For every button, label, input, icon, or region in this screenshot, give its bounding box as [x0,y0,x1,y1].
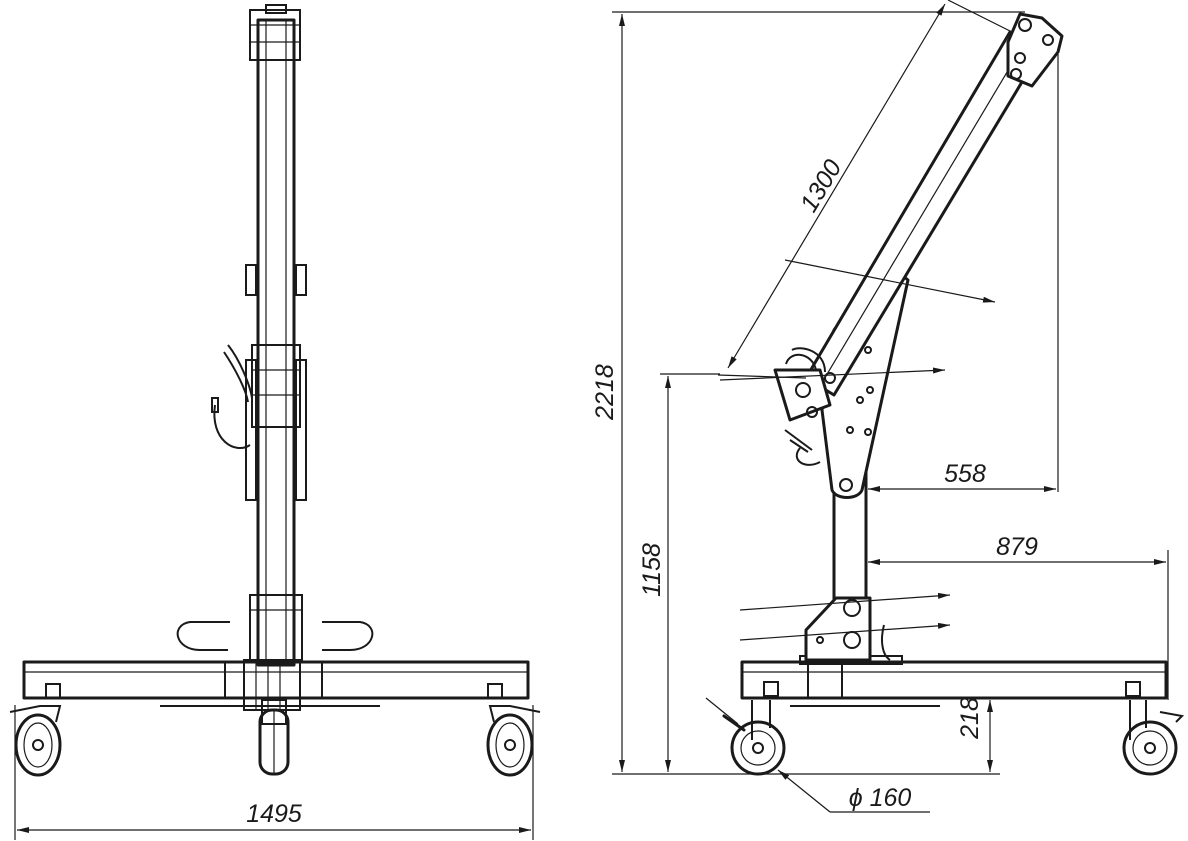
dimension-218: 218 [900,697,1000,772]
dimension-label-879: 879 [996,533,1038,561]
dimension-wheel-diameter: ϕ 160 [705,697,930,813]
front-right-caster [486,683,541,777]
front-left-caster [9,683,62,777]
dimension-label-558: 558 [944,460,986,488]
side-view: 1300 2218 1158 558 879 [591,0,1185,813]
dimension-558: 558 [868,54,1059,492]
front-hose [213,404,251,450]
dimension-label-1495: 1495 [246,800,302,828]
front-handle [227,344,253,399]
front-left-leg-handle [176,621,230,651]
dimension-label-1158: 1158 [638,543,666,597]
dimension-1158: 1158 [638,373,720,772]
dimension-1495: 1495 [14,705,534,840]
side-boom [804,12,1064,397]
side-right-caster [1122,700,1185,776]
dimension-label-2218: 2218 [591,364,619,421]
boom-head-plate [1006,12,1064,88]
front-view: 1495 [9,4,541,840]
dimension-2218: 2218 [591,11,1025,775]
dimension-label-218: 218 [956,697,984,740]
dimension-label-1300: 1300 [795,155,848,217]
dimension-label-wheel-diameter: ϕ 160 [849,784,912,812]
front-right-leg-handle [322,621,374,651]
front-center-caster [258,699,290,776]
dimension-879: 879 [868,533,1169,700]
front-base [22,621,530,711]
side-left-caster [722,700,786,776]
front-mast [245,4,307,667]
